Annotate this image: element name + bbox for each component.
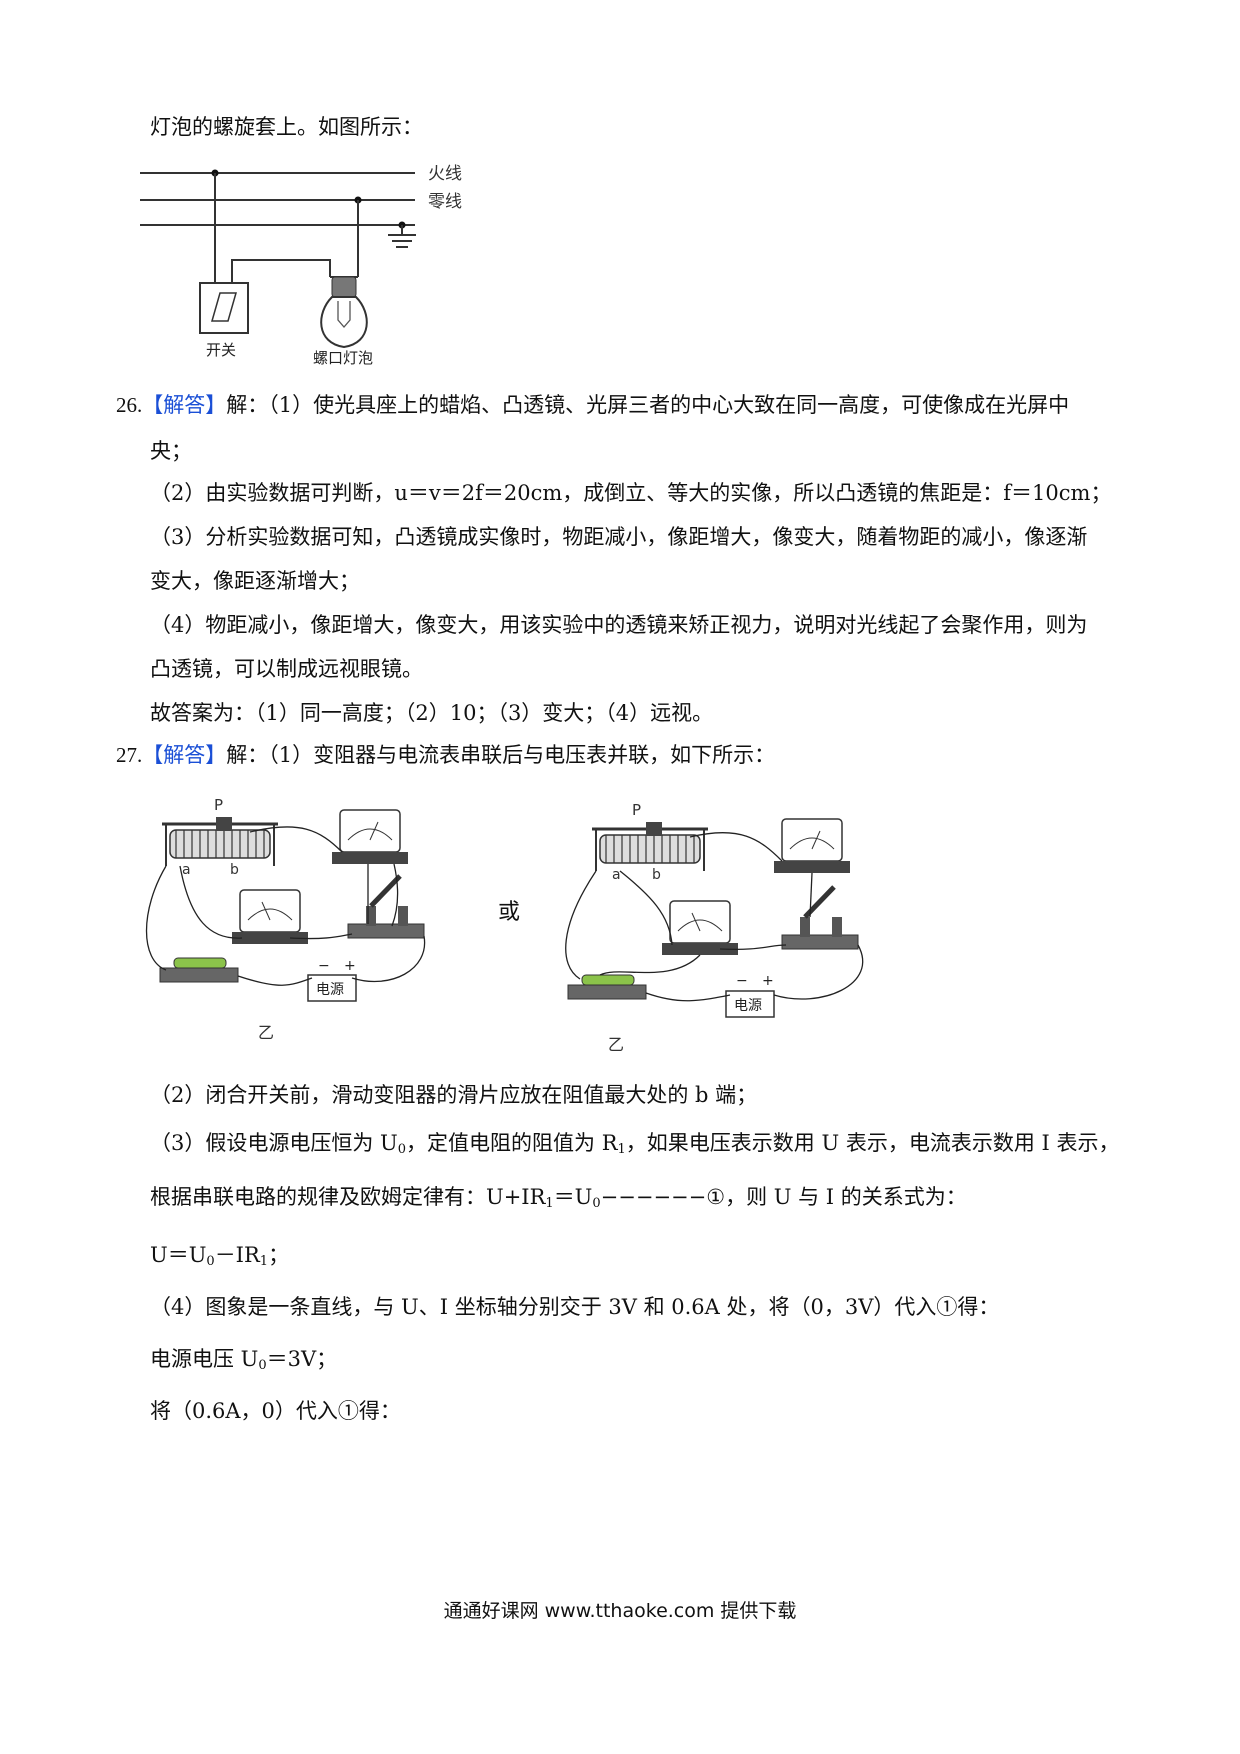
q26-line4: （3）分析实验数据可知，凸透镜成实像时，物距减小，像距增大，像变大，随着物距的减… — [150, 525, 1088, 549]
rheostat-icon — [592, 822, 708, 871]
page-footer: 通通好课网 www.tthaoke.com 提供下载 — [443, 1600, 797, 1622]
terminal-a-label: a — [612, 867, 621, 883]
q26-tag: 【解答】 — [142, 393, 227, 417]
q27-line3: （3）假设电源电压恒为 U0，定值电阻的阻值为 R1，如果电压表示数用 U 表示… — [150, 1131, 1120, 1157]
q26-line3: （2）由实验数据可判断，u＝v＝2f＝20cm，成倒立、等大的实像，所以凸透镜的… — [150, 481, 1112, 505]
power-supply-label: 电源 — [734, 998, 762, 1014]
q26-line1: 26.【解答】解：（1）使光具座上的蜡焰、凸透镜、光屏三者的中心大致在同一高度，… — [116, 390, 1069, 420]
q26-answer: 故答案为：（1）同一高度；（2）10；（3）变大；（4）远视。 — [150, 701, 714, 725]
q26-line5: 变大，像距逐渐增大； — [150, 569, 360, 593]
neutral-wire-label: 零线 — [428, 192, 462, 212]
voltmeter-icon — [662, 900, 738, 955]
rheostat-icon — [162, 817, 278, 866]
q27-line7: 电源电压 U0＝3V； — [150, 1347, 338, 1373]
or-label: 或 — [498, 900, 521, 925]
circuit-caption-left: 乙 — [258, 1023, 274, 1042]
q26-number: 26. — [116, 393, 143, 417]
q26-line6: （4）物距减小，像距增大，像变大，用该实验中的透镜来矫正视力，说明对光线起了会聚… — [150, 613, 1088, 637]
power-supply-icon — [725, 990, 775, 1018]
bulb-label: 螺口灯泡 — [313, 349, 373, 367]
q27-line6: （4）图象是一条直线，与 U、I 坐标轴分别交于 3V 和 0.6A 处，将（0… — [150, 1295, 1000, 1319]
q26-line2: 央； — [150, 439, 192, 463]
power-supply-label: 电源 — [316, 982, 344, 998]
q27-line1: 27.【解答】解：（1）变阻器与电流表串联后与电压表并联，如下所示： — [116, 740, 775, 770]
knife-switch-icon — [781, 885, 859, 950]
fixed-resistor-icon — [567, 974, 647, 1000]
minus-label: − — [736, 973, 748, 989]
slider-p-label: P — [214, 796, 223, 814]
q27-line4: 根据串联电路的规律及欧姆定律有：U+IR1＝U0−−−−−−①，则 U 与 I … — [150, 1185, 967, 1211]
minus-label: − — [318, 958, 330, 974]
circuit-diagram-left: P a b 电源 − + 乙 — [145, 796, 426, 1042]
q27-line2: （2）闭合开关前，滑动变阻器的滑片应放在阻值最大处的 b 端； — [150, 1083, 758, 1107]
switch-label: 开关 — [206, 341, 236, 359]
q26-line7: 凸透镜，可以制成远视眼镜。 — [150, 657, 423, 681]
ammeter-icon — [332, 809, 408, 864]
terminal-b-label: b — [652, 867, 661, 883]
terminal-a-label: a — [182, 862, 191, 878]
q27-number: 27. — [116, 743, 143, 767]
q27-tag: 【解答】 — [142, 743, 227, 767]
wiring-diagram: 火线 零线 开关 螺口灯泡 — [140, 164, 462, 367]
plus-label: + — [762, 973, 774, 989]
intro-text: 灯泡的螺旋套上。如图所示： — [150, 115, 423, 139]
q27-line8: 将（0.6A，0）代入①得： — [150, 1399, 401, 1423]
live-wire-label: 火线 — [428, 164, 462, 184]
q26-text-1: 解：（1）使光具座上的蜡焰、凸透镜、光屏三者的中心大致在同一高度，可使像成在光屏… — [226, 393, 1070, 417]
power-supply-icon — [307, 974, 357, 1002]
bulb-icon — [320, 276, 368, 349]
fixed-resistor-icon — [159, 957, 239, 983]
q27-text-1: 解：（1）变阻器与电流表串联后与电压表并联，如下所示： — [226, 743, 776, 767]
voltmeter-icon — [232, 889, 308, 944]
ammeter-icon — [774, 818, 850, 873]
circuit-caption-right: 乙 — [608, 1035, 624, 1054]
terminal-b-label: b — [230, 862, 239, 878]
knife-switch-icon — [347, 874, 425, 939]
plus-label: + — [344, 958, 356, 974]
circuit-diagram-right: P a b 电源 − + 乙 — [565, 801, 864, 1054]
slider-p-label: P — [632, 801, 641, 819]
q27-line5: U＝U0－IR1； — [150, 1243, 290, 1269]
